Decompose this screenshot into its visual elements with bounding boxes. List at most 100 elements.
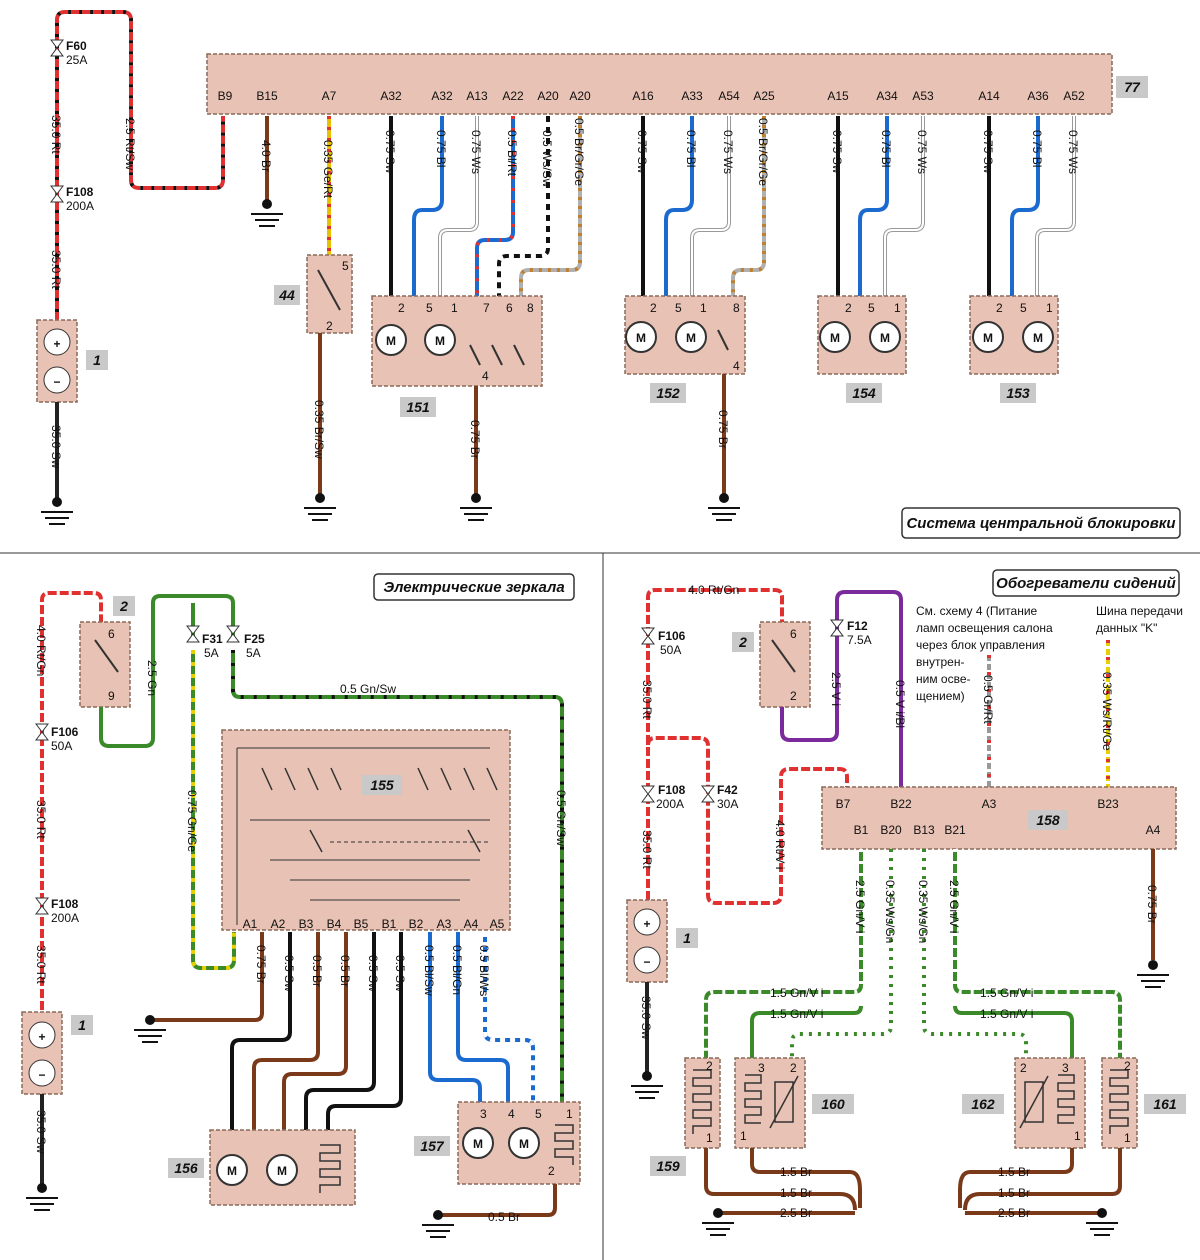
pin-label: 2 bbox=[790, 689, 797, 703]
svg-text:через блок управления: через блок управления bbox=[916, 638, 1045, 652]
pin-label: A3 bbox=[437, 917, 452, 931]
pin-label: B9 bbox=[218, 89, 233, 103]
pin-label: A4 bbox=[1146, 823, 1161, 837]
wire-gnvi2-stripe bbox=[953, 849, 1122, 1058]
wire-gnvi2 bbox=[953, 849, 1122, 1058]
wire-gnvi1-stripe bbox=[704, 849, 863, 1058]
wire-label-44g: 0.35 Br/Sw bbox=[312, 400, 326, 459]
svg-text:1: 1 bbox=[1124, 1131, 1131, 1145]
switch-2h-tagbg bbox=[732, 632, 754, 652]
unit-156: M M bbox=[209, 1129, 356, 1206]
wire-label-m-gnge: 0.75 Gn/Ge bbox=[185, 790, 199, 852]
svg-text:1: 1 bbox=[566, 1107, 573, 1121]
unit-152-label: 152 bbox=[656, 385, 680, 401]
wire-label-h-br6: 2.5 Br bbox=[998, 1206, 1030, 1220]
pin-label: B22 bbox=[890, 797, 912, 811]
switch-44-tagbg bbox=[274, 285, 300, 305]
svg-text:4: 4 bbox=[733, 359, 740, 373]
pin-label: A53 bbox=[912, 89, 934, 103]
wire-a36 bbox=[1010, 116, 1040, 300]
wire-gnsw-stripe bbox=[231, 650, 564, 1110]
pin-label: A3 bbox=[982, 797, 997, 811]
pin-label: A5 bbox=[490, 917, 505, 931]
pin-label: B2 bbox=[409, 917, 424, 931]
wire-wsgn1-stripe bbox=[790, 849, 893, 1058]
svg-text:F108: F108 bbox=[51, 897, 79, 911]
wire-a20b-stripe bbox=[519, 116, 582, 300]
svg-text:2: 2 bbox=[548, 1164, 555, 1178]
pin-label: 9 bbox=[108, 689, 115, 703]
svg-text:7.5A: 7.5A bbox=[847, 633, 872, 647]
wire-a25 bbox=[731, 116, 766, 300]
pin-label: A7 bbox=[322, 89, 337, 103]
svg-text:1: 1 bbox=[1046, 301, 1053, 315]
svg-text:+: + bbox=[38, 1030, 45, 1044]
svg-text:8: 8 bbox=[733, 301, 740, 315]
ground-icon bbox=[304, 493, 336, 521]
wire-wsgn2 bbox=[922, 849, 1028, 1058]
wire-label-m-rtgn: 4.0 Rt/Gn bbox=[34, 625, 48, 676]
switch-44-contact bbox=[317, 269, 341, 311]
wire-label-h-br3: 2.5 Br bbox=[780, 1206, 812, 1220]
svg-text:1: 1 bbox=[894, 301, 901, 315]
pin-label: A33 bbox=[681, 89, 703, 103]
unit-153-label: 153 bbox=[1006, 385, 1030, 401]
ground-icon bbox=[460, 493, 492, 521]
svg-text:−: − bbox=[53, 375, 60, 389]
svg-text:5A: 5A bbox=[246, 646, 261, 660]
wire-label-m-b3: 0.5 Br bbox=[310, 955, 324, 987]
wire-label-h-rtgn: 4.0 Rt/Gn bbox=[688, 583, 739, 597]
wire-br-162 bbox=[958, 1148, 1074, 1208]
pin-label: 2 bbox=[326, 319, 333, 333]
wire-label-a15: 0.75 Sw bbox=[830, 130, 844, 174]
wire-a54-core bbox=[691, 116, 730, 300]
unit-159-label: 159 bbox=[656, 1158, 680, 1174]
ground-icon bbox=[631, 1071, 663, 1099]
unit-158-tagbg bbox=[1028, 810, 1068, 830]
wire-label-h-grrt: 0.5 Gr/Rt bbox=[981, 675, 995, 724]
unit-77-label: 77 bbox=[1124, 79, 1141, 95]
wire-label-a20a: 0.5 Ws/Sw bbox=[540, 130, 554, 188]
pin-label: B13 bbox=[913, 823, 935, 837]
pin-label: B4 bbox=[327, 917, 342, 931]
pin-label: A22 bbox=[502, 89, 524, 103]
fuse-f108-mirrors: F108 200A bbox=[35, 897, 79, 925]
wire-label-h-br5: 1.5 Br bbox=[998, 1186, 1030, 1200]
title-central-locking: Система центральной блокировки bbox=[906, 515, 1175, 532]
ground-icon bbox=[1086, 1208, 1118, 1236]
wire-a20a-stripe bbox=[497, 116, 550, 300]
pin-label: A32 bbox=[380, 89, 402, 103]
wire-155-b1 bbox=[326, 932, 403, 1130]
fuse-f31: F31 5A bbox=[186, 625, 223, 660]
ground-icon bbox=[708, 493, 740, 521]
wire-label-m-rt1: 35.0 Rt bbox=[34, 800, 48, 839]
fuse-f60: F60 25A bbox=[50, 39, 87, 67]
title-mirrors-box bbox=[373, 573, 575, 601]
svg-text:F12: F12 bbox=[847, 619, 868, 633]
svg-text:1: 1 bbox=[706, 1131, 713, 1145]
fuse-f108-heaters: F108 200A bbox=[641, 783, 686, 811]
pin-label: B1 bbox=[854, 823, 869, 837]
wire-gnvi2b bbox=[953, 1005, 1074, 1058]
wire-label-h-sw: 35.0 Sw bbox=[639, 996, 653, 1040]
unit-153-tagbg bbox=[1000, 383, 1036, 403]
pin-label: B20 bbox=[880, 823, 902, 837]
wire-label-m-b5: 0.5 Sw bbox=[366, 955, 380, 992]
svg-text:2: 2 bbox=[1124, 1059, 1131, 1073]
unit-77-tagbg bbox=[1116, 76, 1148, 98]
svg-text:F31: F31 bbox=[202, 632, 223, 646]
wire-label-h-br1: 1.5 Br bbox=[780, 1165, 812, 1179]
svg-text:8: 8 bbox=[527, 301, 534, 315]
wire-a34 bbox=[858, 116, 889, 300]
wire-label-b9: 2.5 Rt/Sw bbox=[123, 118, 137, 170]
pin-label: A14 bbox=[978, 89, 1000, 103]
fuse-f108-top: F108 200A bbox=[50, 185, 94, 213]
svg-text:M: M bbox=[277, 1164, 287, 1178]
pin-label: B3 bbox=[299, 917, 314, 931]
svg-text:M: M bbox=[983, 331, 993, 345]
wire-label-h-g2: 1.5 Gn/V i bbox=[770, 1007, 823, 1021]
wire-violet bbox=[780, 590, 903, 792]
